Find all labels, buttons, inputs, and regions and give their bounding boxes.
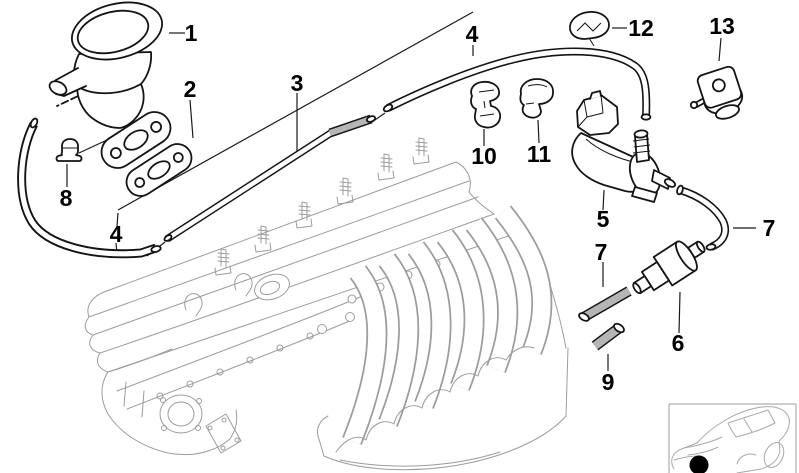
leader-lines [66,27,756,371]
callout-9: 9 [602,369,615,395]
hose-upper-part [382,47,652,121]
callout-11: 11 [527,141,552,167]
filter-part [632,240,706,295]
callout-3: 3 [291,70,304,96]
callout-4-lower: 4 [110,221,123,247]
short-hose-part [591,322,625,351]
car-location-thumbnail [668,403,797,473]
callout-7-right: 7 [763,215,776,241]
clip-12-part [569,11,610,47]
leader-line-4-long [117,11,474,211]
engine-line-art [84,137,569,471]
solenoid-valve-part [571,90,677,203]
nut-part [55,138,83,162]
clip-10-part [470,80,502,129]
holder-13-part [689,65,744,120]
callout-8: 8 [60,185,73,211]
callout-12: 12 [628,15,654,41]
hose-left-part [578,286,632,322]
rigid-pipe-part [163,114,377,243]
gasket-part [125,143,193,197]
callout-7-left: 7 [595,239,608,265]
callout-13: 13 [709,13,735,39]
hose-lower-part [17,117,162,259]
hose-right-part [676,184,730,251]
callout-labels: 1 2 3 4 4 5 6 7 7 8 9 10 11 12 13 [60,13,776,395]
location-marker-dot [689,455,709,473]
air-valve-part [48,1,172,169]
callout-4-upper: 4 [466,21,479,47]
callout-10: 10 [471,143,497,169]
clip-11-part [519,78,554,119]
callout-6: 6 [672,330,685,356]
inset-border [668,403,797,473]
car-outline-icon [671,406,790,473]
callout-5: 5 [597,206,610,232]
callout-2: 2 [184,76,197,102]
callout-1: 1 [185,20,198,46]
